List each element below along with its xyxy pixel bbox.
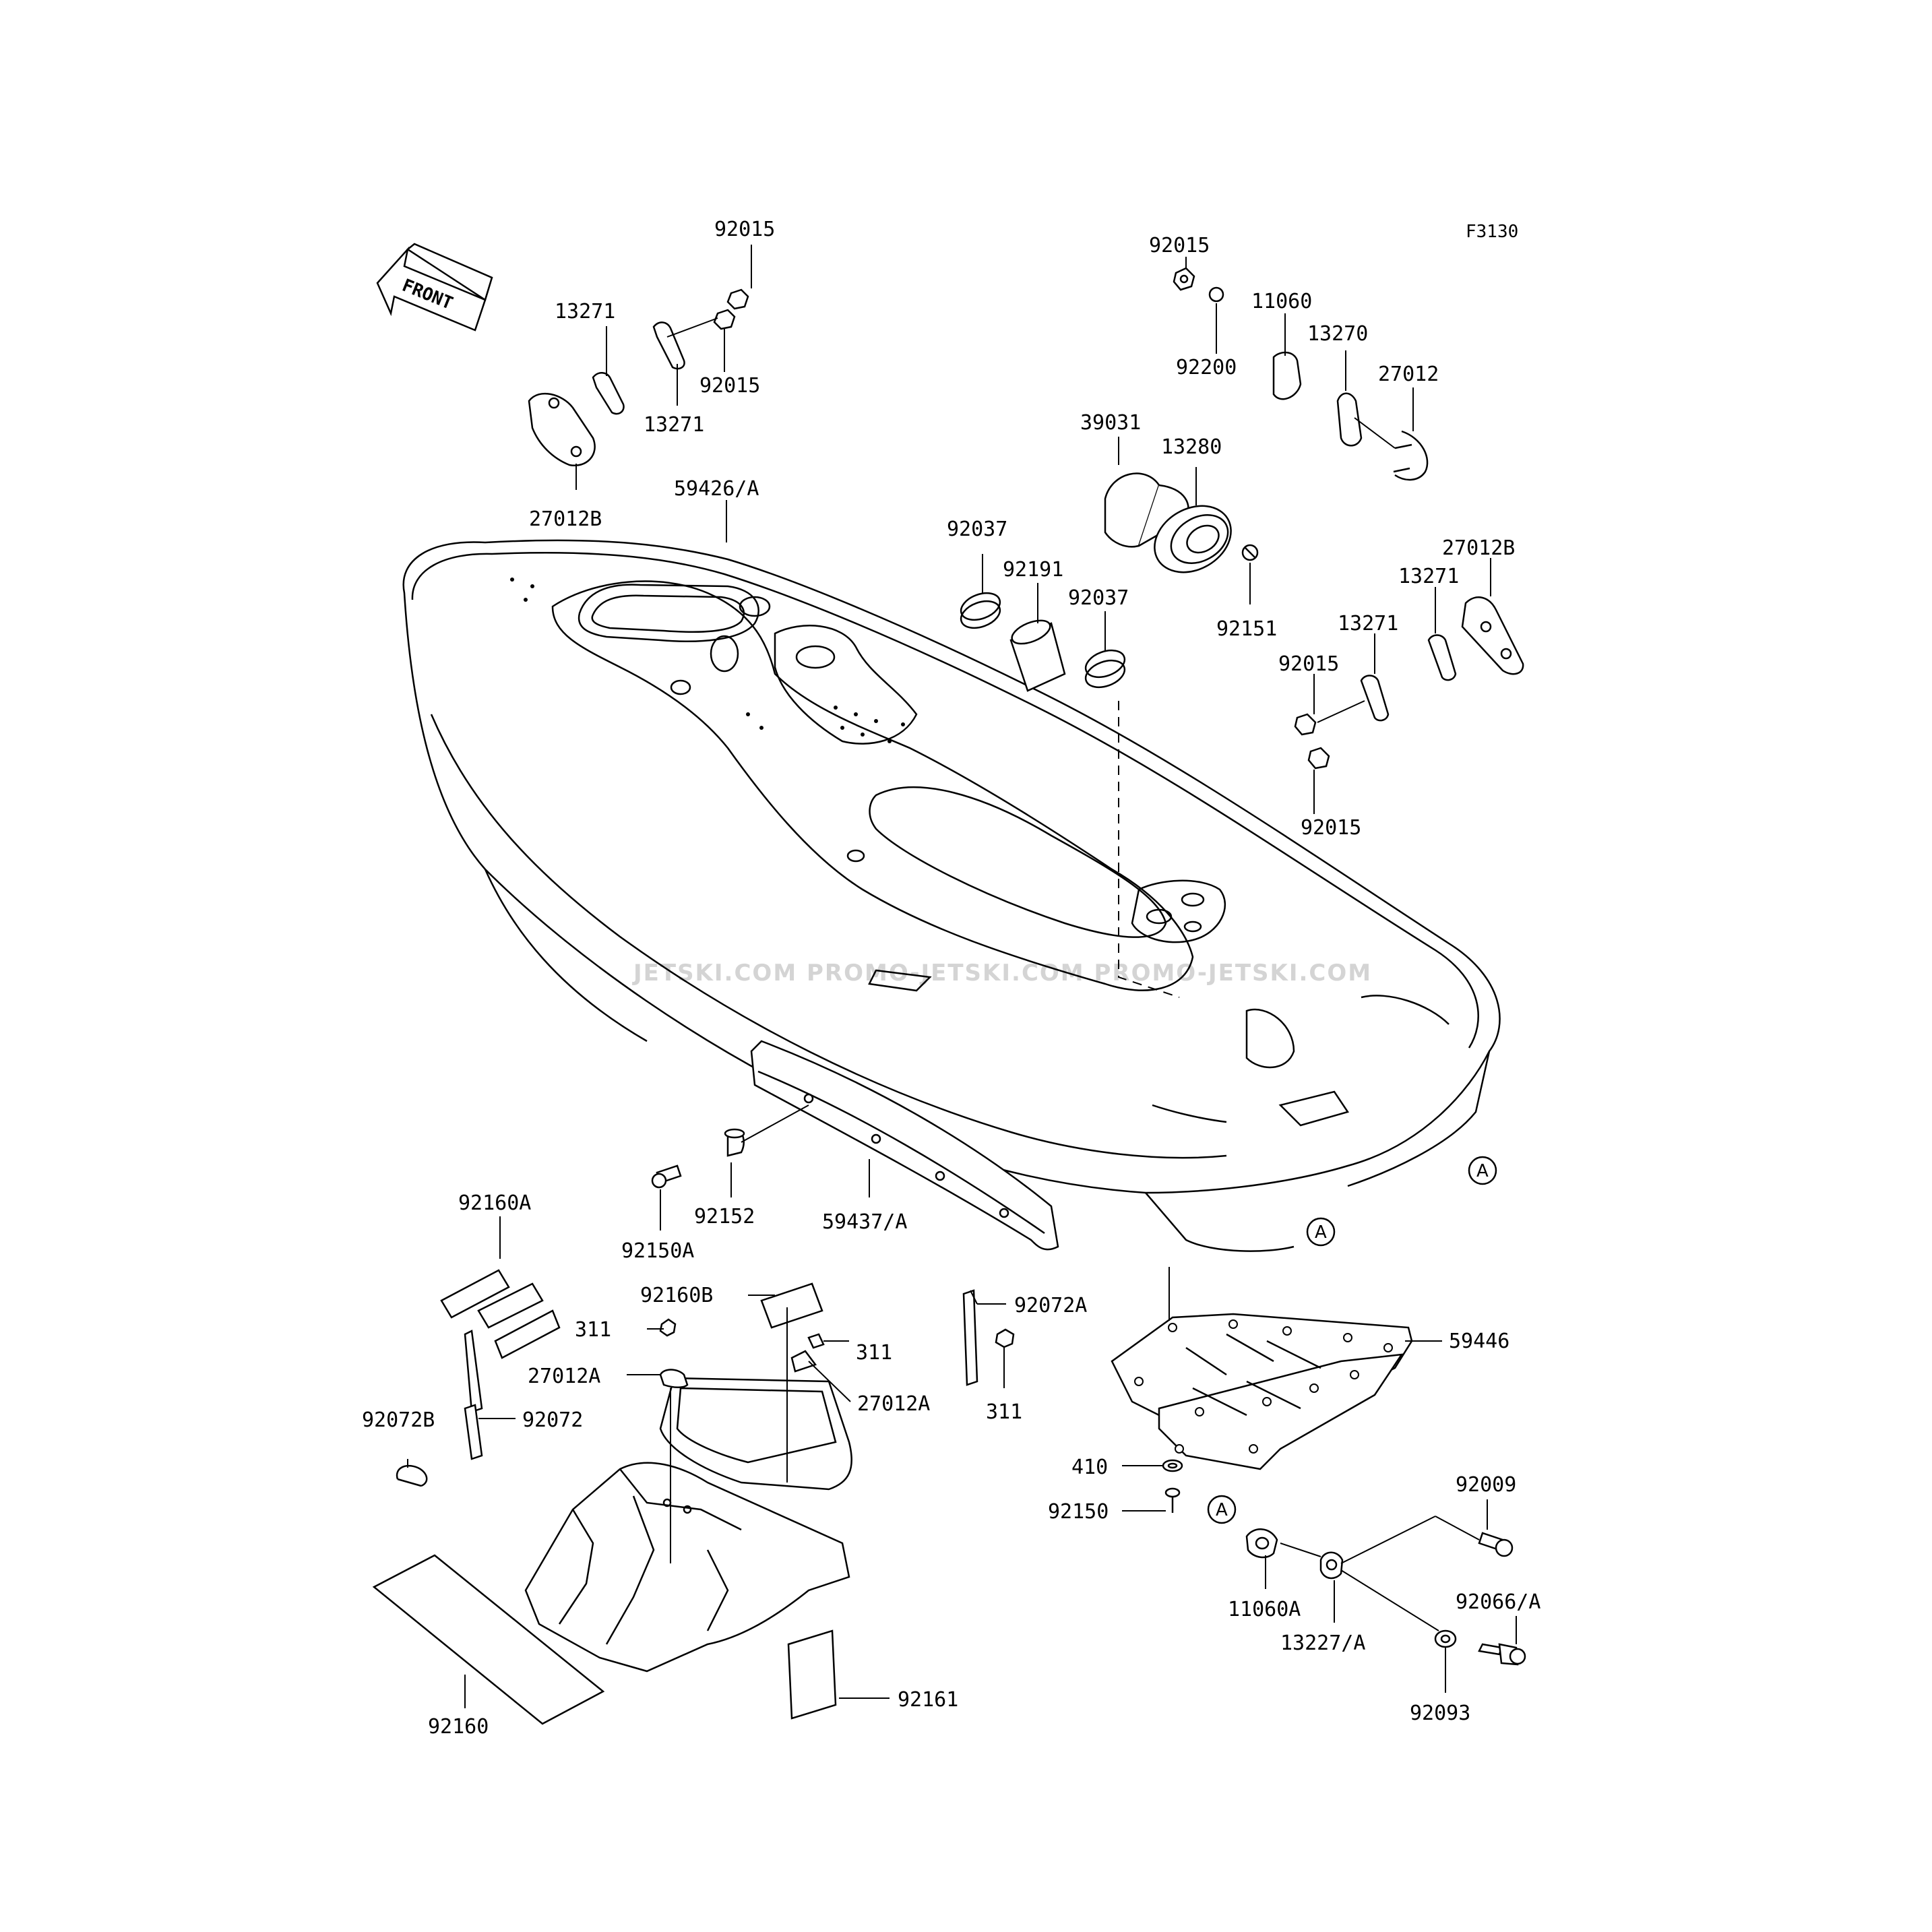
ref-marker-a-3: A [1207, 1495, 1237, 1524]
vent-ring [1154, 505, 1232, 573]
svg-text:A: A [1315, 1222, 1327, 1243]
callout-92015-e: 92015 [1301, 816, 1361, 840]
callout-92093: 92093 [1410, 1702, 1470, 1725]
callout-410: 410 [1071, 1456, 1108, 1479]
clip-92072b [396, 1464, 428, 1487]
callout-13271-b: 13271 [644, 413, 704, 437]
callout-92015-d: 92015 [1278, 652, 1339, 676]
callout-92152: 92152 [694, 1205, 755, 1228]
callout-27012b-b: 27012B [1442, 536, 1515, 560]
svg-text:A: A [1476, 1161, 1489, 1181]
callout-92009: 92009 [1456, 1473, 1516, 1497]
left-bracket-group [528, 288, 749, 467]
callout-27012a-a: 27012A [528, 1365, 600, 1388]
callout-92151: 92151 [1216, 617, 1277, 641]
clip-27012a [659, 1318, 825, 1388]
callout-92015-c: 92015 [1149, 234, 1210, 257]
svg-text:A: A [1216, 1500, 1228, 1520]
callout-311-c: 311 [986, 1400, 1022, 1424]
ref-marker-a-1: A [1468, 1156, 1497, 1185]
callout-11060a: 11060A [1228, 1598, 1301, 1621]
callout-13280: 13280 [1161, 435, 1222, 459]
callout-39031: 39031 [1080, 411, 1141, 435]
callout-11060: 11060 [1251, 290, 1312, 313]
callout-92037-b: 92037 [1068, 586, 1129, 610]
right-bracket-group [1294, 596, 1524, 770]
callout-92160a: 92160A [458, 1191, 531, 1215]
bolt-92150a [651, 1104, 809, 1189]
callout-13271-c: 13271 [1398, 565, 1459, 588]
callout-92150a: 92150A [621, 1239, 694, 1263]
callout-92150: 92150 [1048, 1500, 1109, 1524]
callout-13271-a: 13271 [555, 300, 615, 323]
callout-27012: 27012 [1378, 363, 1439, 386]
hose-assembly [960, 592, 1126, 692]
washer-410 [1162, 1459, 1183, 1472]
decal-92160 [372, 1554, 605, 1725]
callout-27012a-b: 27012A [857, 1392, 930, 1416]
callout-311-b: 311 [856, 1341, 892, 1365]
callout-92200: 92200 [1176, 356, 1237, 379]
vent-cone [1104, 472, 1189, 548]
side-rail [750, 1040, 1059, 1251]
callout-92066a: 92066/A [1456, 1590, 1540, 1614]
callout-13227a: 13227/A [1280, 1631, 1365, 1655]
callout-59446: 59446 [1449, 1330, 1509, 1353]
leader-lines [407, 245, 1517, 1708]
callout-92037-a: 92037 [947, 518, 1007, 541]
decal-92161 [787, 1629, 837, 1720]
lower-hull-insert [524, 1377, 852, 1673]
callout-92161: 92161 [898, 1688, 958, 1712]
callout-92015-b: 92015 [699, 374, 760, 398]
callout-92160b: 92160B [640, 1284, 713, 1307]
decal-92160b [760, 1282, 823, 1329]
callout-59426a: 59426/A [674, 477, 759, 501]
screw-92151 [1241, 544, 1259, 561]
callout-92072b: 92072B [362, 1408, 435, 1432]
drain-assembly [1245, 1516, 1526, 1666]
strap-92072 [464, 1289, 1015, 1460]
callout-27012b-a: 27012B [529, 507, 602, 531]
callout-92015-a: 92015 [714, 218, 775, 241]
callout-92160: 92160 [428, 1715, 489, 1739]
bolt-92150 [1164, 1487, 1181, 1513]
callout-92191: 92191 [1003, 558, 1063, 582]
callout-92072: 92072 [522, 1408, 583, 1432]
callout-13271-d: 13271 [1338, 612, 1398, 635]
callout-labels: 92015 13271 92015 13271 27012B 59426/A 9… [362, 218, 1540, 1739]
watermark: JETSKI.COM PROMO-JETSKI.COM PROMO-JETSKI… [632, 960, 1372, 987]
callout-13270: 13270 [1307, 322, 1368, 346]
figure-code: F3130 [1466, 222, 1518, 242]
callout-311-a: 311 [575, 1318, 611, 1342]
callout-92072a: 92072A [1014, 1294, 1087, 1317]
right-hardware-group [1173, 267, 1429, 481]
callout-59437a: 59437/A [822, 1210, 907, 1234]
ride-plate [1111, 1313, 1413, 1470]
guide-line [1118, 701, 1180, 998]
front-arrow-icon: FRONT [376, 243, 493, 332]
ref-marker-a-2: A [1306, 1217, 1336, 1247]
decal-92160a [440, 1269, 561, 1359]
deck-body [402, 539, 1501, 1252]
